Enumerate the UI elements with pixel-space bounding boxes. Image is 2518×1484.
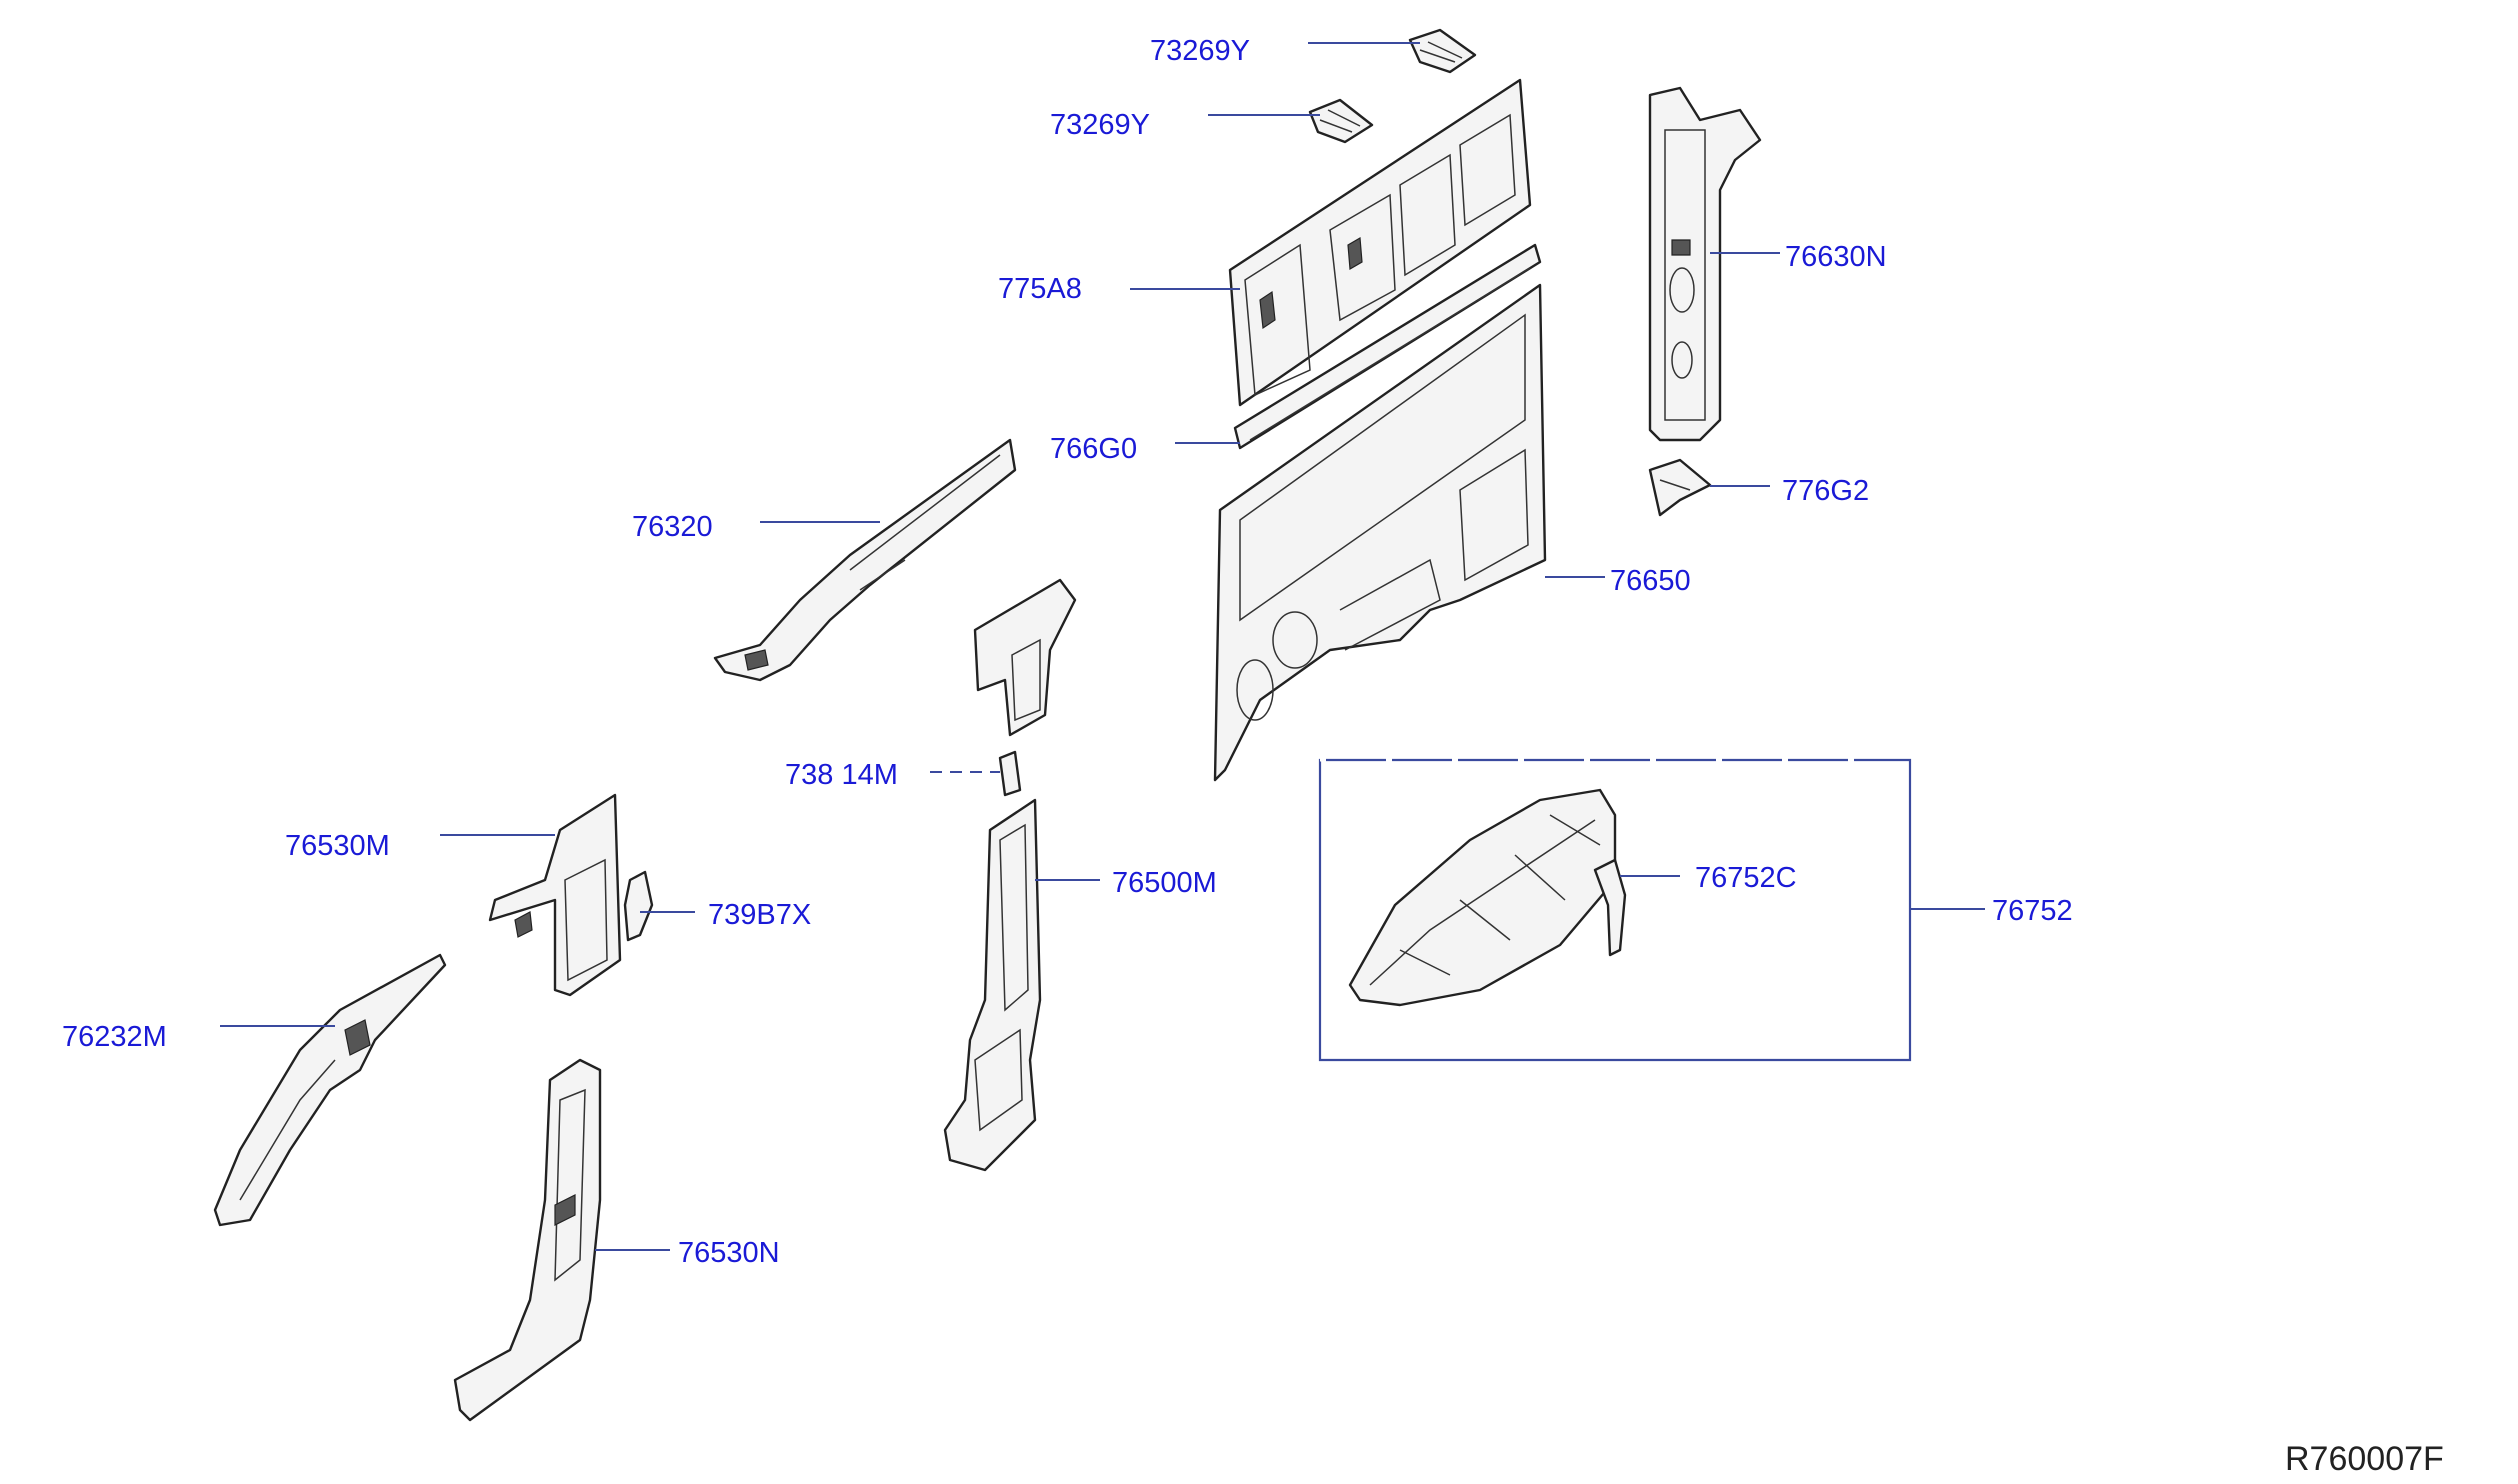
group-box-76752 (1318, 758, 1912, 1062)
part-76752-wheelhouse (1348, 788, 1617, 1007)
part-776g2-bracket (1648, 458, 1712, 517)
label-76752: 76752 (1992, 895, 2073, 927)
part-76530m-bracket (488, 793, 622, 997)
leader-lines (220, 42, 1985, 1251)
part-73269y-lower (1308, 98, 1374, 144)
label-776g2: 776G2 (1782, 475, 1869, 507)
part-76630n-pillar (1648, 86, 1762, 442)
part-76320-rail (713, 438, 1017, 682)
label-76232m: 76232M (62, 1021, 167, 1053)
label-76650: 76650 (1610, 565, 1691, 597)
label-775a8: 775A8 (998, 273, 1082, 305)
label-73269y-lower: 73269Y (1050, 109, 1150, 141)
part-76650-side-panel (1213, 283, 1547, 782)
part-766g0-rail (1233, 243, 1542, 450)
label-73814m: 738 14M (785, 759, 898, 791)
part-pillar-upper-piece (973, 578, 1077, 737)
part-775a8-upper-panel (1228, 78, 1532, 407)
label-76530n: 76530N (678, 1237, 780, 1269)
label-76530m: 76530M (285, 830, 390, 862)
label-76500m: 76500M (1112, 867, 1217, 899)
part-739b7x-clip (623, 870, 654, 942)
label-766g0: 766G0 (1050, 433, 1137, 465)
part-76530n-lower-pillar (453, 1058, 602, 1422)
part-labels: 73269Y 73269Y 775A8 766G0 76320 76630N 7… (62, 35, 2073, 1269)
drawing-code: R760007F (2285, 1440, 2444, 1478)
part-73269y-upper (1408, 28, 1477, 74)
label-76320: 76320 (632, 511, 713, 543)
part-76232m-pillar (213, 953, 447, 1227)
part-76500m-center-pillar (943, 798, 1042, 1172)
part-76752c (1593, 858, 1627, 957)
label-73269y-upper: 73269Y (1150, 35, 1250, 67)
label-76752c: 76752C (1695, 862, 1797, 894)
part-73814m (998, 750, 1022, 797)
label-76630n: 76630N (1785, 241, 1887, 273)
label-739b7x: 739B7X (708, 899, 811, 931)
